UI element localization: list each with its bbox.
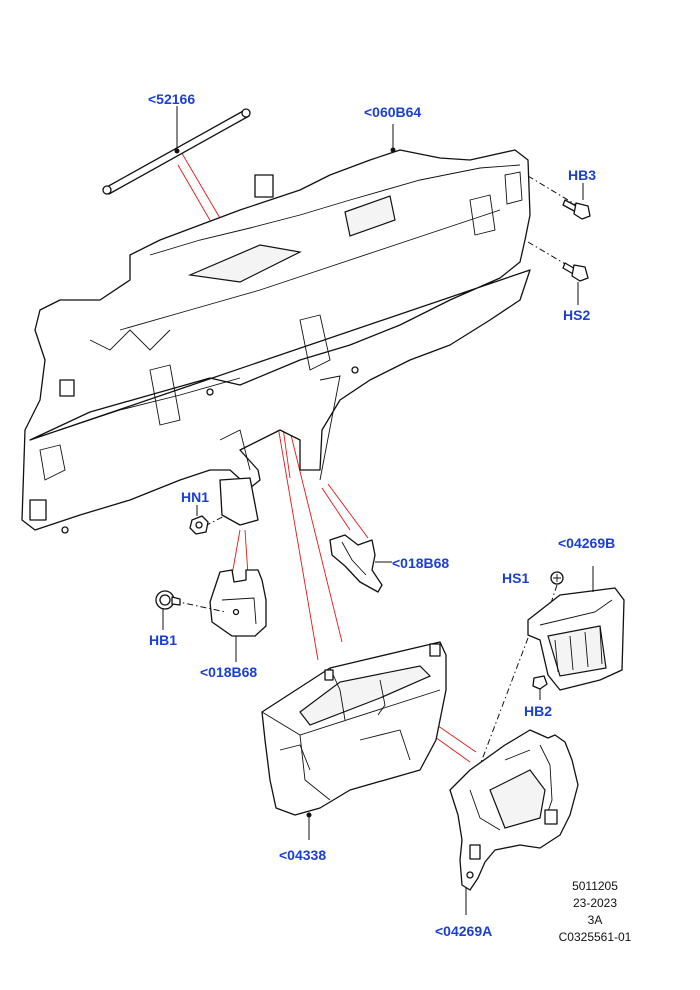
callout-hn1: HN1 <box>181 489 210 505</box>
callout-hb3: HB3 <box>568 167 597 183</box>
reference-line-1: 5011205 <box>572 879 618 893</box>
bracket-04269B <box>479 566 625 766</box>
callout-52166: <52166 <box>148 91 196 107</box>
reference-line-4: C0325561-01 <box>558 930 632 944</box>
callout-04338: <04338 <box>279 847 327 863</box>
nut-hn1 <box>189 477 259 535</box>
rod-52166 <box>102 106 251 195</box>
callout-hs1: HS1 <box>502 570 530 586</box>
screw-hs1 <box>547 571 564 613</box>
bracket-018B68-right <box>329 534 392 593</box>
reference-line-3: 3A <box>587 913 603 927</box>
callout-060B64: <060B64 <box>364 104 422 120</box>
callout-04269A: <04269A <box>435 923 493 939</box>
housing-04338 <box>261 641 447 840</box>
callout-hb2: HB2 <box>524 703 553 719</box>
bracket-018B68-left <box>209 569 267 662</box>
bolt-hb3 <box>527 175 591 220</box>
screw-hb2 <box>532 675 548 700</box>
callout-hs2: HS2 <box>563 307 591 323</box>
bracket-04269A <box>449 729 579 915</box>
cross-car-beam-060B64 <box>21 124 531 534</box>
callout-018B68-left: <018B68 <box>200 664 258 680</box>
bolt-hb1 <box>155 590 227 630</box>
callout-hb1: HB1 <box>149 632 178 648</box>
callout-018B68-right: <018B68 <box>392 555 450 571</box>
reference-line-2: 23-2023 <box>572 896 618 910</box>
bolt-hs2 <box>527 241 589 305</box>
callout-04269B: <04269B <box>558 535 616 551</box>
